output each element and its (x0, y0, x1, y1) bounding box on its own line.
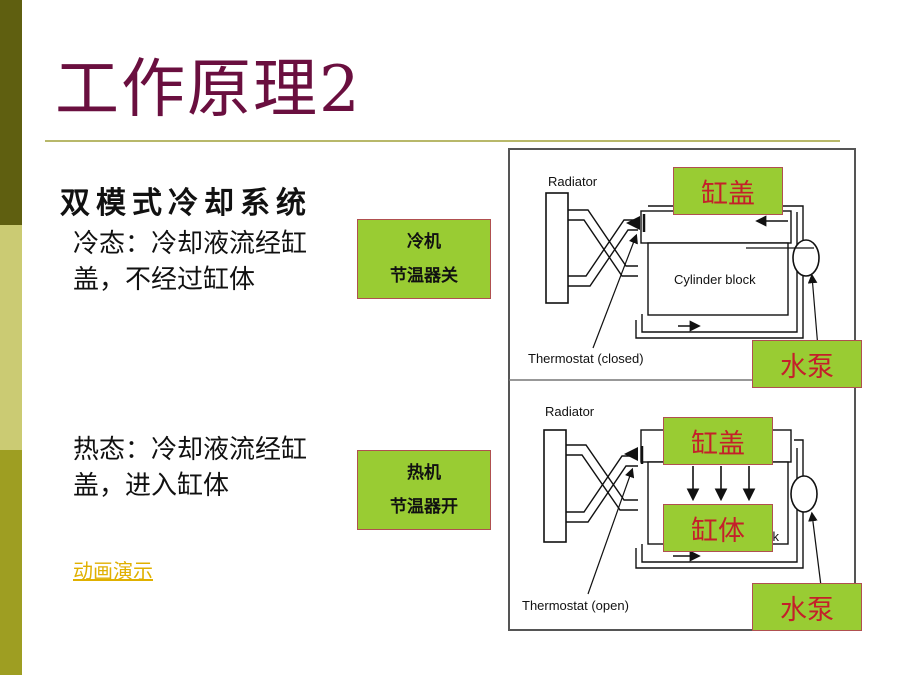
bottom-pump-icon (790, 475, 818, 513)
cold-state-box: 冷机 节温器关 (357, 219, 491, 299)
hot-state-description: 热态：冷却液流经缸盖，进入缸体 (73, 435, 308, 501)
top-water-pump-label: 水泵 (752, 340, 862, 388)
top-radiator-icon (545, 192, 569, 304)
top-radiator-label: Radiator (548, 174, 598, 189)
hot-state-box: 热机 节温器开 (357, 450, 491, 530)
animation-demo-link[interactable]: 动画演示 (73, 559, 153, 583)
bottom-cylinder-block-label: 缸体 (663, 504, 773, 552)
page-title: 工作原理2 (55, 58, 362, 122)
bottom-thermostat-label: Thermostat (open) (522, 598, 629, 613)
hot-box-line2: 节温器开 (390, 497, 458, 517)
bottom-cylinder-head-label: 缸盖 (663, 417, 773, 465)
subtitle: 双模式冷却系统 (60, 186, 312, 221)
sidebar-stripe-middle (0, 225, 22, 450)
page-title-number: 2 (319, 53, 362, 127)
top-cylinder-block-icon (647, 242, 789, 316)
bottom-thermostat-icon (624, 447, 638, 461)
cooling-system-diagram: Radiator Cylinder block Thermostat (clos… (508, 148, 856, 631)
bottom-water-pump-label: 水泵 (752, 583, 862, 631)
top-thermostat-label: Thermostat (closed) (528, 351, 644, 366)
page-title-text: 工作原理 (55, 53, 319, 127)
top-cylinder-head-icon (640, 210, 792, 244)
cold-state-description: 冷态：冷却液流经缸盖，不经过缸体 (73, 229, 308, 295)
top-thermostat-icon (626, 216, 640, 230)
top-pump-icon (792, 239, 820, 277)
title-divider (45, 140, 840, 142)
cold-panel: Radiator Cylinder block Thermostat (clos… (528, 174, 820, 366)
sidebar-stripe-bottom (0, 450, 22, 675)
hot-box-line1: 热机 (407, 463, 441, 483)
cold-box-line2: 节温器关 (390, 266, 458, 286)
cold-box-line1: 冷机 (407, 232, 441, 252)
top-cylinder-block-label: Cylinder block (674, 272, 756, 287)
bottom-radiator-label: Radiator (545, 404, 595, 419)
sidebar-stripe-top (0, 0, 22, 225)
top-cylinder-head-label: 缸盖 (673, 167, 783, 215)
bottom-radiator-icon (543, 429, 567, 543)
